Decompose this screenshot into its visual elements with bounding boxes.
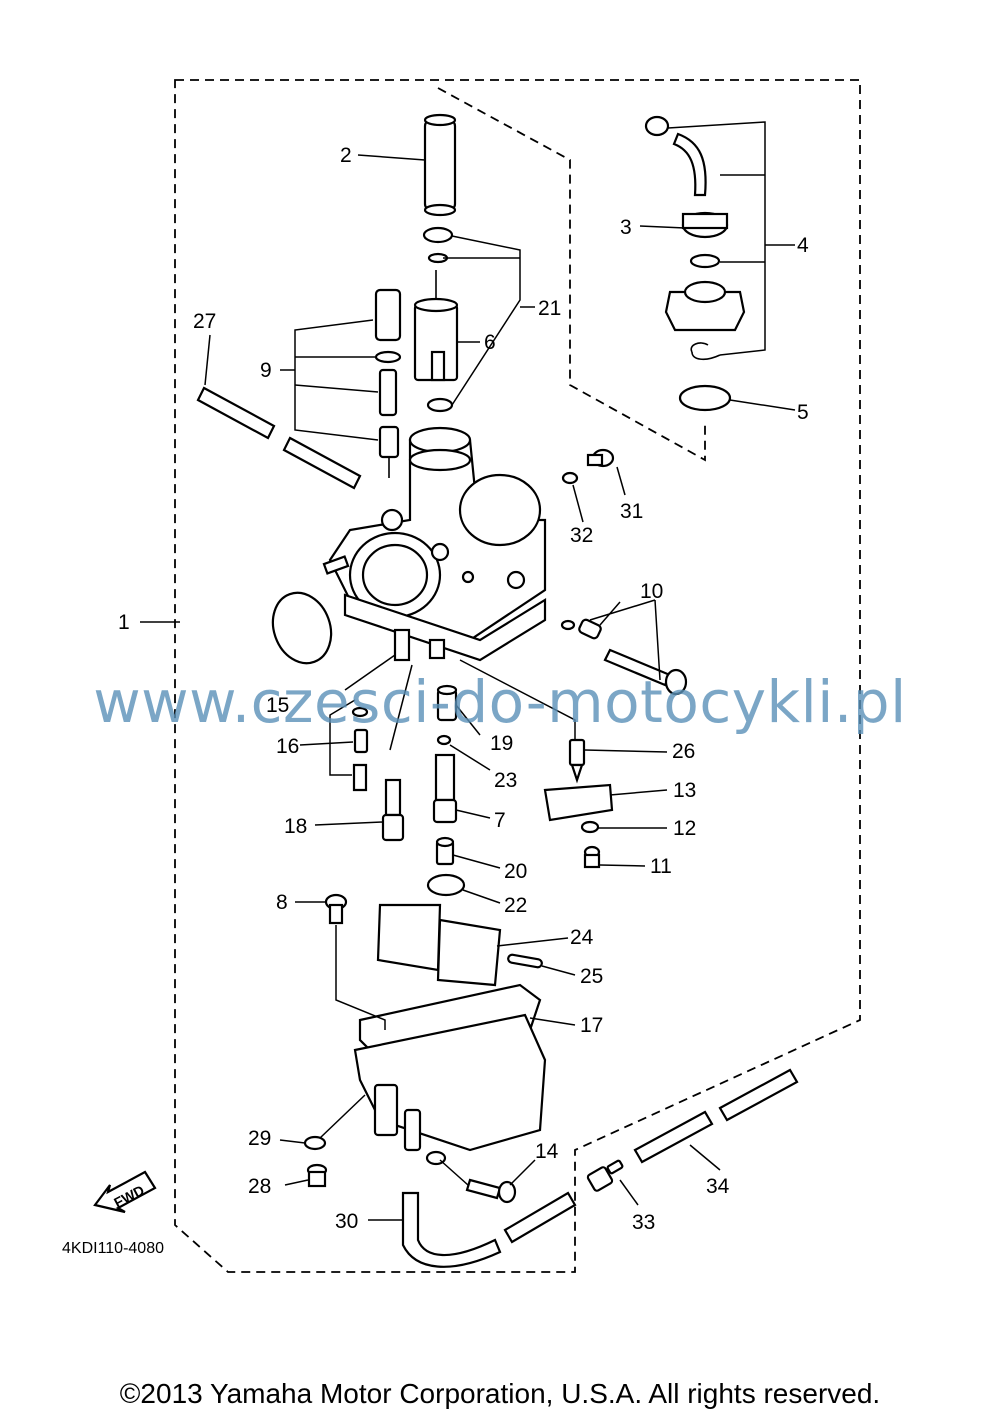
part-6-throttle-valve — [413, 297, 459, 413]
callout-29: 29 — [248, 1127, 271, 1150]
part-22-washer — [426, 873, 466, 897]
drawing-code: 4KDI110-4080 — [62, 1240, 164, 1257]
part-7-main-nozzle — [432, 753, 458, 824]
vent-hose — [503, 1191, 577, 1244]
callout-17: 17 — [580, 1014, 603, 1037]
part-27-hose — [196, 386, 362, 490]
part-21-needle-set — [422, 226, 454, 310]
part-28-plug — [306, 1163, 328, 1188]
part-11-screw — [583, 845, 601, 869]
callout-4: 4 — [797, 234, 809, 257]
callout-22: 22 — [504, 894, 527, 917]
callout-21: 21 — [538, 297, 561, 320]
callout-8: 8 — [276, 891, 288, 914]
callout-1: 1 — [118, 611, 130, 634]
part-30-overflow-hose — [401, 1191, 502, 1268]
part-24-float — [376, 903, 502, 987]
part-8-drain-screw — [324, 893, 348, 925]
part-2-cable-sleeve — [423, 113, 457, 217]
callout-20: 20 — [504, 860, 527, 883]
leader-lines — [140, 121, 796, 1221]
callout-19: 19 — [490, 732, 513, 755]
callout-16: 16 — [276, 735, 299, 758]
callout-9: 9 — [260, 359, 272, 382]
callout-30: 30 — [335, 1210, 358, 1233]
part-19-needle-jet — [436, 684, 458, 722]
part-14-screw — [465, 1178, 517, 1204]
callout-31: 31 — [620, 500, 643, 523]
callout-5: 5 — [797, 401, 809, 424]
callout-27: 27 — [193, 310, 216, 333]
callout-34: 34 — [706, 1175, 730, 1198]
part-26-valve-seat — [568, 738, 586, 784]
callout-26: 26 — [672, 740, 695, 763]
callout-15: 15 — [266, 694, 289, 717]
carburetor-body — [322, 426, 547, 662]
part-16-pilot-screw-set — [351, 706, 369, 792]
part-33-joint — [586, 1159, 624, 1192]
callout-14: 14 — [535, 1140, 559, 1163]
callout-18: 18 — [284, 815, 307, 838]
copyright-notice: ©2013 Yamaha Motor Corporation, U.S.A. A… — [119, 1378, 881, 1409]
part-18-pilot-jet — [381, 778, 405, 842]
assembly-boundary — [174, 79, 861, 1273]
part-20-main-jet — [435, 836, 455, 866]
callout-11: 11 — [650, 855, 672, 878]
callout-2: 2 — [340, 144, 352, 167]
part-31-screw — [586, 448, 615, 468]
callout-12: 12 — [673, 817, 696, 840]
callout-23: 23 — [494, 769, 517, 792]
part-12-washer — [580, 820, 600, 834]
callout-25: 25 — [580, 965, 603, 988]
part-10-throttle-stop-screw-set — [560, 618, 688, 696]
callout-28: 28 — [248, 1175, 271, 1198]
callout-3: 3 — [620, 216, 632, 239]
callout-24: 24 — [570, 926, 594, 949]
part-4-cap-assembly — [644, 115, 746, 361]
part-32-washer — [561, 471, 579, 485]
callout-labels: 1 2 3 4 5 6 7 8 9 10 11 12 13 14 15 16 1… — [118, 144, 809, 1234]
slide-group-boundary — [437, 87, 706, 462]
part-15-o-ring — [271, 591, 333, 665]
callout-10: 10 — [640, 580, 663, 603]
fwd-arrow-icon: FWD — [93, 1170, 157, 1214]
part-13-plate — [543, 783, 614, 822]
part-9-starter-plunger-set — [374, 288, 402, 478]
float-bowl — [353, 1013, 547, 1166]
watermark: www.czesci-do-motocykli.pl — [93, 668, 907, 736]
callout-32: 32 — [570, 524, 593, 547]
part-25-float-pin — [507, 953, 543, 969]
callout-6: 6 — [484, 331, 496, 354]
part-23-o-ring — [436, 734, 452, 746]
part-34-hose — [633, 1068, 799, 1164]
callout-33: 33 — [632, 1211, 655, 1234]
callout-13: 13 — [673, 779, 696, 802]
callout-7: 7 — [494, 809, 506, 832]
part-5-gasket — [678, 384, 732, 412]
part-29-washer — [303, 1135, 327, 1151]
